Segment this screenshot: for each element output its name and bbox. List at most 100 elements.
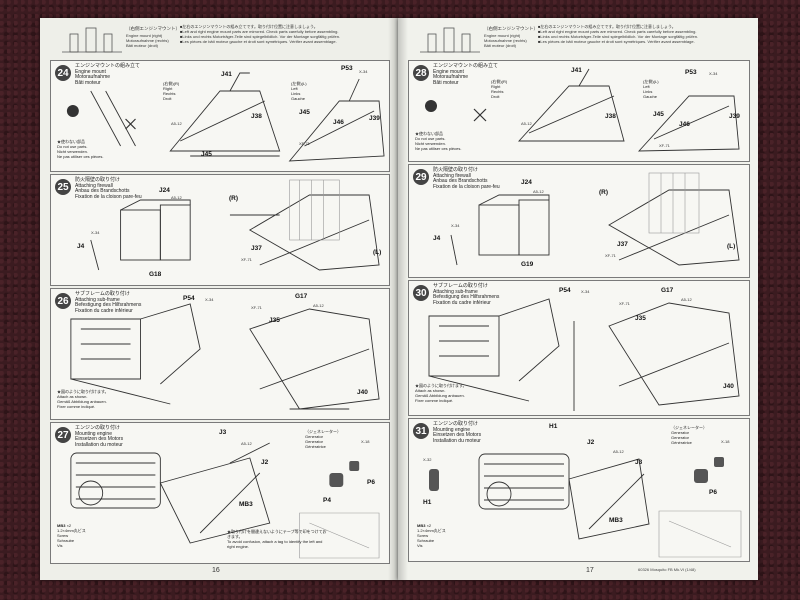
paint-code: X-34 [451, 223, 460, 228]
part-label: J4 [433, 235, 441, 242]
part-label: (L) [373, 249, 382, 256]
step-title: 防火隔壁の取り付け Attaching firewall Anbau des B… [433, 167, 500, 190]
paint-code: X-32 [423, 457, 432, 462]
paint-code: A5-12 [171, 195, 182, 200]
paint-code: XF-71 [605, 253, 616, 258]
side-label-right: (右側)(R) Right Rechts Droit [163, 81, 180, 101]
part-label: J24 [521, 179, 532, 186]
step-number-badge: 25 [55, 179, 71, 195]
attach-note: ★図のように取り付けます。 Attach as shown. Gemäß Abb… [415, 383, 467, 403]
header-jp-label: （右側エンジンマウント） [484, 26, 538, 31]
page-header: （右側エンジンマウント） Engine mount (right) Motora… [40, 18, 398, 58]
part-label: J37 [617, 241, 628, 248]
part-label: J46 [679, 121, 690, 128]
step-27-panel: 27 エンジンの取り付け Mounting engine Einsetzen d… [50, 422, 390, 564]
paint-code: XF-71 [241, 257, 252, 262]
paint-code: X-18 [721, 439, 730, 444]
part-label: J35 [635, 315, 646, 322]
header-jp-label: （右側エンジンマウント） [126, 26, 180, 31]
paint-code: A5-12 [533, 189, 544, 194]
paint-code: XF-71 [251, 305, 262, 310]
side-label-right: (右側)(R) Right Rechts Droit [491, 79, 508, 99]
attach-note: ★図のように取り付けます。 Attach as shown. Gemäß Abb… [57, 389, 109, 409]
step-number-badge: 30 [413, 285, 429, 301]
part-label: G18 [149, 271, 162, 278]
part-label: P53 [341, 65, 353, 72]
paint-code: XF-71 [659, 143, 670, 148]
part-label: J2 [587, 439, 595, 446]
engine-mount-drawing [425, 68, 740, 152]
header-label-fr: Bâti moteur (droit) [484, 43, 517, 48]
step-number-badge: 24 [55, 65, 71, 81]
part-label: P4 [323, 497, 331, 504]
engine-mount-thumbnail-icon [420, 27, 480, 53]
step-28-panel: 28 エンジンマウントの組み立て Engine mount Motoraufna… [408, 60, 750, 162]
engine-mounting-drawing [429, 453, 742, 558]
part-label: J41 [221, 71, 232, 78]
paint-code: A5-12 [241, 441, 252, 446]
part-label: J40 [723, 383, 734, 390]
paint-code: A5-12 [313, 303, 324, 308]
generator-label: （ジェネレーター） Generator Generator Génératric… [671, 425, 707, 445]
part-label: (R) [229, 195, 239, 202]
paint-code: X-34 [205, 297, 214, 302]
part-label: J45 [653, 111, 664, 118]
header-label-de: Motoraufnahme (rechts) [126, 38, 169, 43]
page-number: 16 [212, 567, 220, 574]
part-label: J41 [571, 67, 582, 74]
part-label: MB3 [239, 501, 253, 508]
step-title: サブフレームの取り付け Attaching sub-frame Befestig… [433, 283, 500, 306]
paint-code: A5-12 [613, 449, 624, 454]
part-label: J46 [333, 119, 344, 126]
part-label: J38 [251, 113, 262, 120]
part-label: P54 [183, 295, 195, 302]
part-label: J39 [729, 113, 740, 120]
part-label: J2 [261, 459, 269, 466]
step-25-panel: 25 防火隔壁の取り付け Attaching firewall Anbau de… [50, 174, 390, 286]
step-title: エンジンの取り付け Mounting engine Einsetzen des … [433, 421, 482, 444]
instruction-page-right: （右側エンジンマウント） Engine mount (right) Motora… [398, 18, 758, 580]
part-label: P6 [367, 479, 375, 486]
paint-code: X-34 [91, 230, 100, 235]
side-label-left: (左側)(L) Left Links Gauche [643, 79, 659, 99]
part-label: G17 [295, 293, 308, 300]
header-label-de: Motoraufnahme (rechts) [484, 38, 527, 43]
part-label: MB3 [609, 517, 623, 524]
part-label: J38 [605, 113, 616, 120]
part-label: J39 [369, 115, 380, 122]
part-label: J40 [357, 389, 368, 396]
paint-code: X-34 [359, 69, 368, 74]
page-number: 17 [586, 567, 594, 574]
sub-frame-drawing [428, 298, 740, 411]
sub-frame-drawing [70, 303, 380, 410]
part-label: H1 [423, 499, 432, 506]
engine-mounting-drawing [70, 442, 380, 559]
header-instructions: ■左右のエンジンマウントの組み立てです。取り付け位置に注意しましょう。 ■Lef… [538, 24, 699, 44]
kit-footer: 60326 Mosquito FB Mk.VI (1/48) [638, 567, 696, 572]
step-26-panel: 26 サブフレームの取り付け Attaching sub-frame Befes… [50, 288, 390, 420]
generator-label: （ジェネレーター） Generator Generator Génératric… [305, 429, 341, 449]
part-label: H1 [549, 423, 558, 430]
part-label: J35 [269, 317, 280, 324]
engine-mount-thumbnail-icon [62, 27, 122, 53]
part-label: J37 [251, 245, 262, 252]
header-label-en: Engine mount (right) [484, 33, 521, 38]
screw-callout: MB3 ×2 1.2×4mm丸ビス Screw Schraube Vis [57, 523, 86, 548]
part-label: (R) [599, 189, 609, 196]
paint-code: A5-12 [681, 297, 692, 302]
step-number-badge: 29 [413, 169, 429, 185]
step-number-badge: 31 [413, 423, 429, 439]
firewall-drawing [90, 179, 380, 271]
step-title: 防火隔壁の取り付け Attaching firewall Anbau des B… [75, 177, 142, 200]
step-number-badge: 27 [55, 427, 71, 443]
part-label: P54 [559, 287, 571, 294]
step-number-badge: 28 [413, 65, 429, 81]
paint-code: A5-12 [171, 121, 182, 126]
header-label-fr: Bâti moteur (droit) [126, 43, 159, 48]
part-label: P6 [709, 489, 717, 496]
part-label: P53 [685, 69, 697, 76]
paint-code: A5-12 [521, 121, 532, 126]
step-number-badge: 26 [55, 293, 71, 309]
side-label-left: (左側)(L) Left Links Gauche [291, 81, 307, 101]
part-label: J24 [159, 187, 170, 194]
